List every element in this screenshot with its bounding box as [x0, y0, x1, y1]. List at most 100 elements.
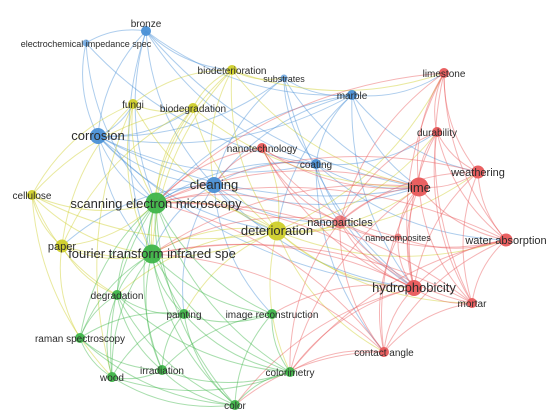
link-water-absorption-hydrophobicity — [413, 239, 507, 289]
node-bronze[interactable] — [141, 26, 151, 36]
link-painting-colorimetry — [183, 313, 291, 373]
node-lime[interactable] — [409, 177, 429, 197]
node-substrates[interactable] — [280, 74, 288, 82]
link-bronze-biodeterioration — [145, 30, 233, 71]
node-water-absorption[interactable] — [499, 233, 513, 247]
node-fourier-transform-infrared-spe[interactable] — [142, 244, 162, 264]
link-water-absorption-colorimetry — [289, 239, 507, 373]
label-limestone: limestone — [423, 69, 466, 80]
link-degradation-colorimetry — [116, 294, 291, 373]
label-color: color — [224, 401, 246, 412]
node-raman-spectroscopy[interactable] — [75, 333, 85, 343]
node-biodeterioration[interactable] — [227, 65, 237, 75]
label-fourier-transform-infrared-spe: fourier transform infrared spe — [68, 246, 236, 261]
node-corrosion[interactable] — [90, 128, 106, 144]
node-contact-angle[interactable] — [379, 347, 389, 357]
link-deterioration-degradation — [116, 230, 278, 296]
link-bronze-corrosion — [97, 30, 147, 137]
link-limestone-weathering — [443, 72, 479, 173]
node-weathering[interactable] — [471, 165, 485, 179]
link-irradiation-colorimetry — [161, 369, 291, 384]
node-coating[interactable] — [311, 159, 321, 169]
link-contact-angle-scanning-electron-microscopy — [155, 202, 385, 353]
link-nanoparticles-water-absorption — [339, 221, 507, 248]
link-painting-raman-spectroscopy — [79, 312, 185, 339]
label-hydrophobicity: hydrophobicity — [372, 280, 456, 295]
node-limestone[interactable] — [439, 68, 449, 78]
label-raman-spectroscopy: raman spectroscopy — [35, 334, 125, 345]
label-marble: marble — [337, 91, 368, 102]
node-cleaning[interactable] — [206, 177, 222, 193]
link-irradiation-color — [161, 369, 236, 406]
link-hydrophobicity-image-reconstruction — [271, 284, 415, 315]
link-deterioration-colorimetry — [269, 230, 291, 373]
link-biodegradation-fourier-transform-infrared-spe — [150, 107, 194, 255]
node-marble[interactable] — [347, 90, 357, 100]
link-biodegradation-deterioration — [192, 107, 278, 232]
node-nanotechnology[interactable] — [257, 143, 267, 153]
node-nanocomposites[interactable] — [394, 233, 402, 241]
link-scanning-electron-microscopy-degradation — [116, 202, 157, 296]
link-cleaning-image-reconstruction — [213, 184, 273, 315]
link-corrosion-lime — [97, 135, 420, 197]
node-wood[interactable] — [107, 372, 117, 382]
node-image-reconstruction[interactable] — [267, 309, 277, 319]
link-fungi-scanning-electron-microscopy — [131, 103, 157, 204]
link-wood-colorimetry — [111, 371, 291, 392]
link-corrosion-marble — [97, 94, 353, 144]
node-paper[interactable] — [55, 239, 69, 253]
label-biodeterioration: biodeterioration — [198, 66, 267, 77]
node-degradation[interactable] — [112, 290, 122, 300]
link-lime-water-absorption — [418, 186, 507, 241]
link-biodegradation-paper — [61, 107, 194, 247]
link-limestone-lime — [416, 72, 445, 188]
node-durability[interactable] — [432, 127, 442, 137]
node-deterioration[interactable] — [267, 221, 287, 241]
node-fungi[interactable] — [128, 99, 138, 109]
link-hydrophobicity-colorimetry — [289, 287, 415, 373]
node-painting[interactable] — [179, 309, 189, 319]
link-bronze-electrochemical-impedance-spec — [85, 29, 147, 44]
link-marble-scanning-electron-microscopy — [155, 94, 353, 204]
link-nanotechnology-scanning-electron-microscopy — [155, 147, 263, 204]
label-bronze: bronze — [131, 19, 162, 30]
label-contact-angle: contact angle — [354, 348, 414, 359]
node-irradiation[interactable] — [157, 365, 167, 375]
link-cleaning-fourier-transform-infrared-spe — [151, 184, 215, 255]
node-colorimetry[interactable] — [285, 367, 295, 377]
link-scanning-electron-microscopy-color — [155, 202, 236, 406]
link-marble-limestone — [351, 72, 445, 97]
node-scanning-electron-microscopy[interactable] — [145, 192, 167, 214]
link-corrosion-cleaning — [97, 135, 215, 186]
link-hydrophobicity-contact-angle — [383, 287, 415, 353]
node-electrochemical-impedance-spec[interactable] — [82, 39, 90, 47]
link-marble-coating — [315, 94, 353, 165]
link-durability-mortar — [433, 131, 473, 304]
node-biodegradation[interactable] — [188, 103, 198, 113]
label-wood: wood — [99, 373, 124, 384]
link-weathering-hydrophobicity — [413, 171, 479, 289]
link-raman-spectroscopy-color — [79, 337, 236, 406]
label-coating: coating — [300, 160, 332, 171]
link-electrochemical-impedance-spec-corrosion — [82, 42, 99, 137]
label-cleaning: cleaning — [190, 177, 238, 192]
link-nanoparticles-mortar — [339, 221, 473, 304]
link-deterioration-durability — [276, 131, 438, 232]
node-hydrophobicity[interactable] — [406, 280, 422, 296]
link-fungi-fourier-transform-infrared-spe — [126, 103, 153, 255]
node-nanoparticles[interactable] — [333, 215, 347, 229]
link-coating-cleaning — [213, 161, 317, 186]
link-nanocomposites-contact-angle — [379, 236, 399, 353]
node-mortar[interactable] — [467, 298, 477, 308]
link-weathering-scanning-electron-microscopy — [155, 155, 479, 204]
node-color[interactable] — [230, 400, 240, 410]
link-corrosion-coating — [97, 135, 317, 173]
link-biodeterioration-fourier-transform-infrared-spe — [151, 69, 233, 255]
link-weathering-water-absorption — [477, 171, 507, 241]
node-cellulose[interactable] — [27, 190, 37, 200]
label-mortar: mortar — [458, 299, 488, 310]
link-durability-water-absorption — [436, 131, 507, 241]
link-image-reconstruction-irradiation — [161, 313, 273, 371]
link-cleaning-painting — [182, 184, 215, 315]
